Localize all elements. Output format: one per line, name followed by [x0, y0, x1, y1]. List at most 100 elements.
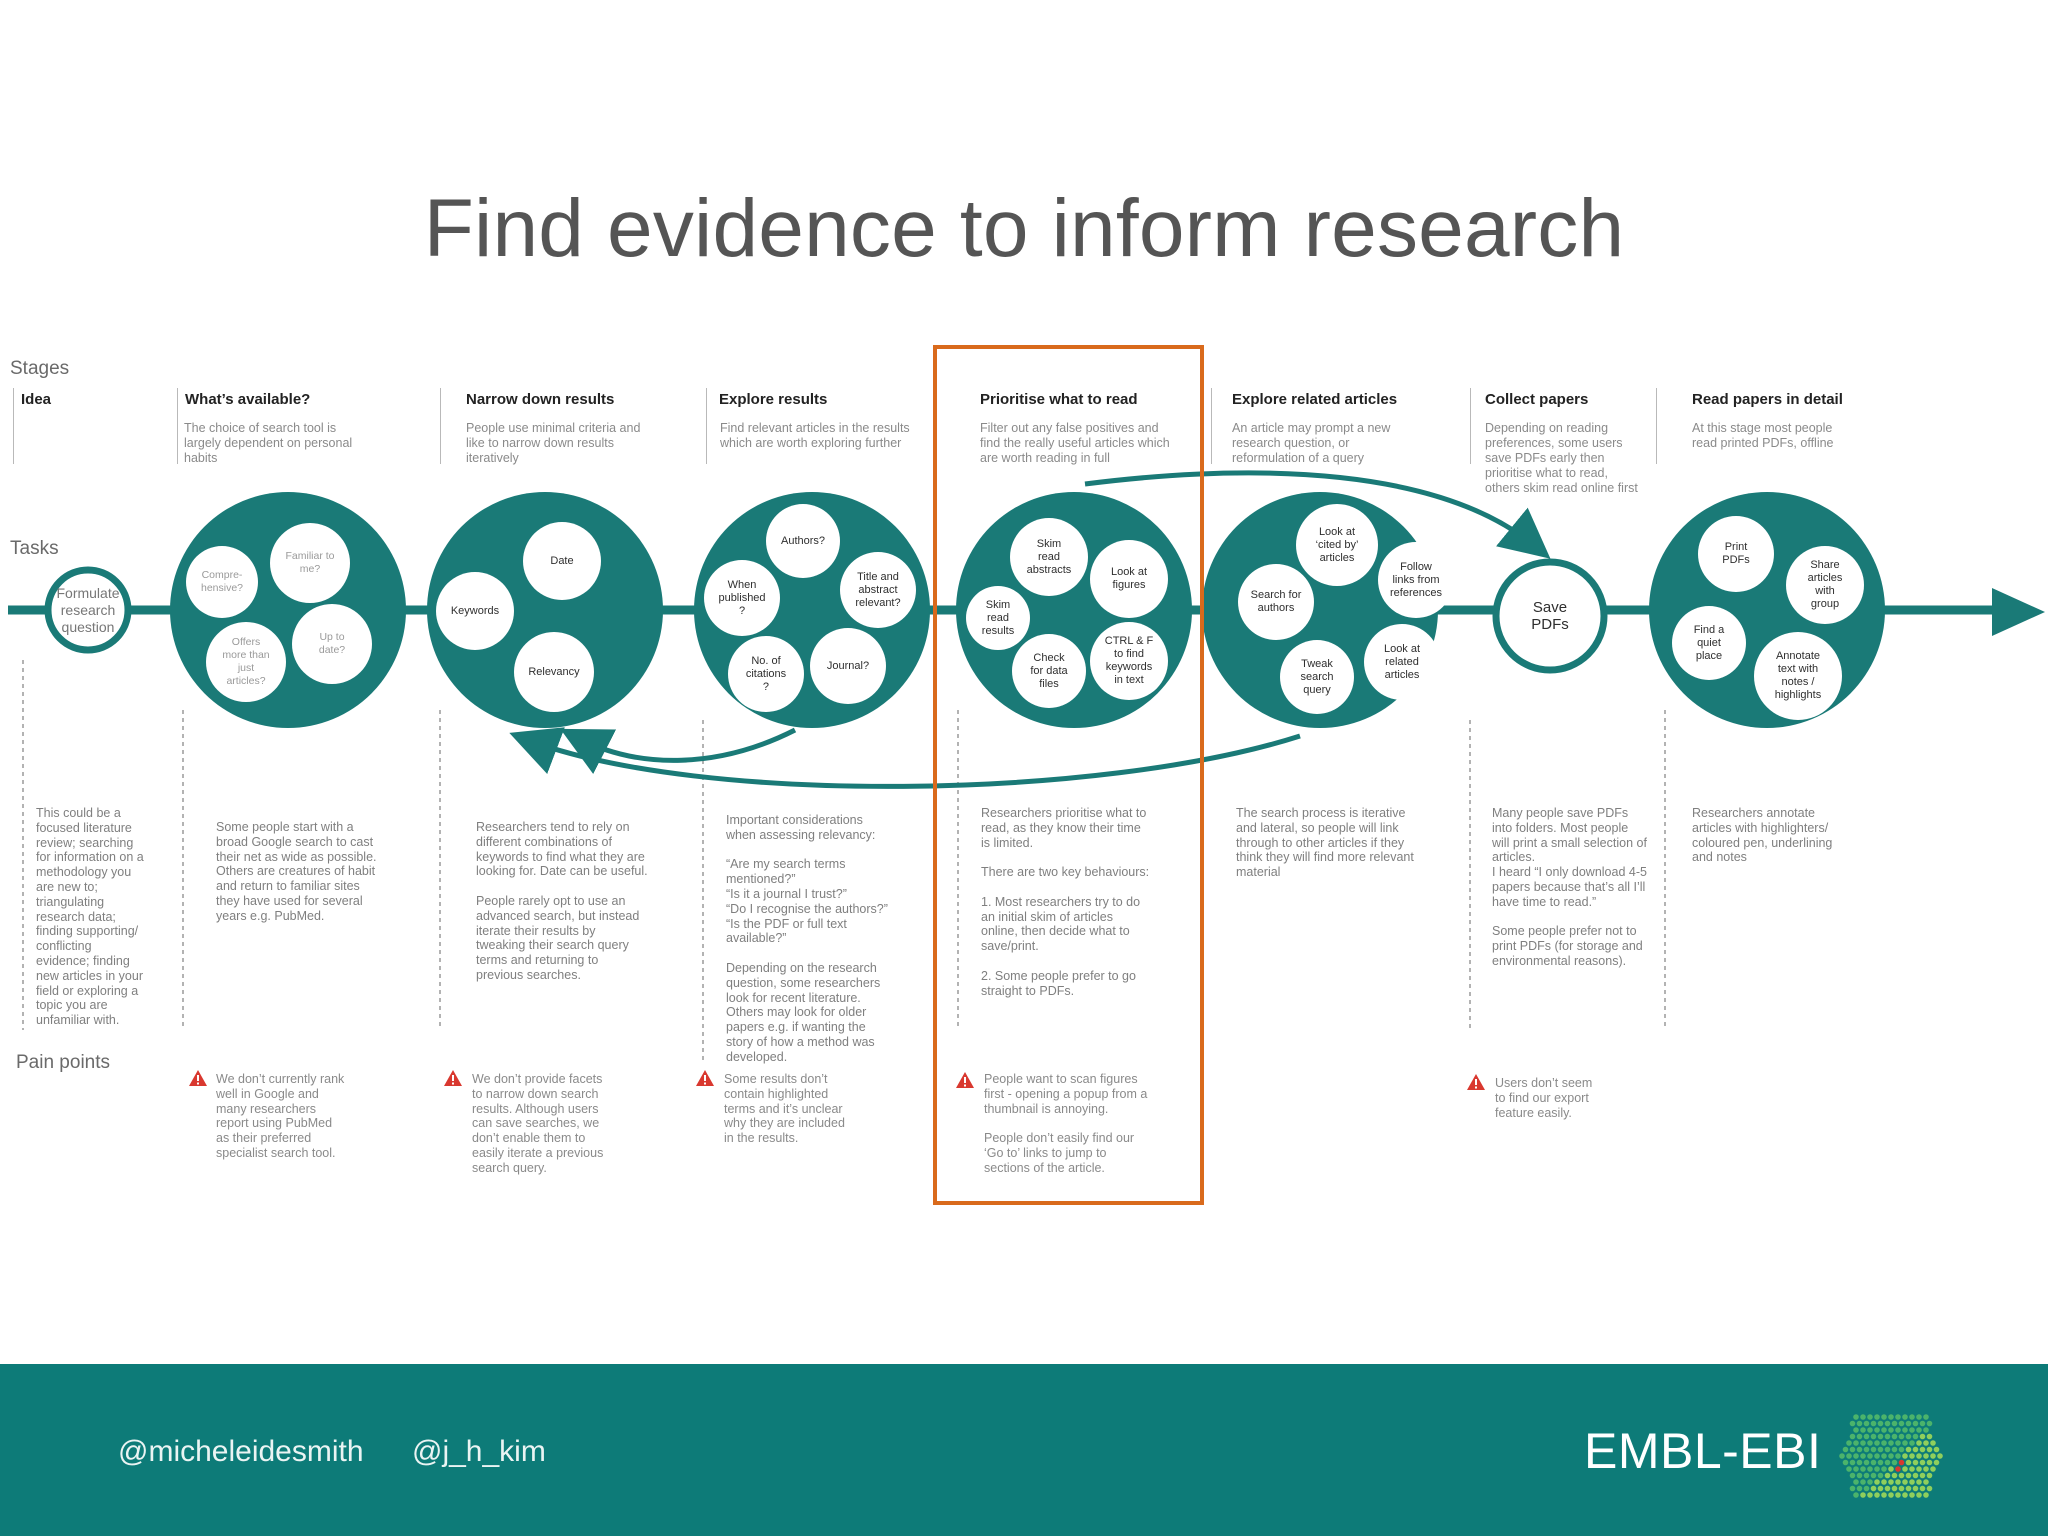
- logo-dot: [1867, 1414, 1873, 1420]
- logo-dot: [1856, 1420, 1863, 1427]
- logo-dot: [1916, 1492, 1922, 1498]
- page-title: Find evidence to inform research: [423, 183, 1625, 274]
- task-skim-results: Skim read results: [966, 586, 1030, 650]
- stage-desc-read: At this stage most people read printed P…: [1692, 421, 1834, 450]
- stage-title-explore: Explore results: [719, 391, 828, 408]
- warning-icon: [444, 1070, 462, 1086]
- logo-dot: [1902, 1479, 1908, 1485]
- logo-dot: [1895, 1414, 1901, 1420]
- task-title-abstract: Title and abstract relevant?: [840, 552, 916, 628]
- task-look-figures: Look at figures: [1090, 540, 1168, 618]
- task-note-related: The search process is iterative and late…: [1236, 806, 1414, 880]
- logo-dot: [1902, 1453, 1908, 1459]
- logo-dot: [1881, 1453, 1887, 1459]
- logo-dot: [1874, 1466, 1880, 1472]
- task-note-collect: Many people save PDFs into folders. Most…: [1492, 806, 1647, 968]
- logo-text: EMBL-EBI: [1584, 1423, 1822, 1479]
- task-quiet-place: Find a quiet place: [1672, 606, 1746, 680]
- pain-point-explore: Some results don’t contain highlighted t…: [724, 1072, 845, 1146]
- logo-dot: [1909, 1453, 1915, 1459]
- logo-dot: [1937, 1453, 1943, 1459]
- logo-dot: [1912, 1472, 1919, 1479]
- arrow-explore-to-narrow: [560, 727, 797, 774]
- logo-dot: [1891, 1446, 1898, 1453]
- task-save-pdfs: Save PDFs: [1531, 599, 1569, 633]
- logo-dot: [1905, 1472, 1912, 1479]
- logo-dot: [1842, 1459, 1849, 1466]
- task-note-read: Researchers annotate articles with highl…: [1692, 806, 1833, 865]
- task-follow-links: Follow links from references: [1378, 542, 1454, 618]
- logo-dot: [1926, 1459, 1933, 1466]
- stage-title-idea: Idea: [21, 391, 52, 408]
- task-note-prioritise: Researchers prioritise what to read, as …: [981, 806, 1150, 998]
- logo-dot: [1895, 1492, 1901, 1498]
- stage-desc-related: An article may prompt a new research que…: [1232, 421, 1391, 465]
- logo-dot: [1867, 1479, 1873, 1485]
- footer-bar: [0, 1364, 2048, 1536]
- pain-point-available: We don’t currently rank well in Google a…: [216, 1072, 345, 1160]
- logo-dot: [1898, 1459, 1905, 1466]
- logo-dot: [1870, 1420, 1877, 1427]
- logo-dot: [1874, 1453, 1880, 1459]
- logo-dot: [1902, 1427, 1908, 1433]
- logo-dot: [1884, 1485, 1891, 1492]
- stage-desc-available: The choice of search tool is largely dep…: [184, 421, 353, 465]
- logo-dot: [1888, 1466, 1894, 1472]
- logo-dot: [1888, 1453, 1894, 1459]
- logo-dot: [1916, 1427, 1922, 1433]
- task-familiar: Familiar to me?: [270, 523, 350, 603]
- logo-dot: [1877, 1446, 1884, 1453]
- logo-dot: [1870, 1472, 1877, 1479]
- logo-dot: [1905, 1459, 1912, 1466]
- logo-dot: [1923, 1453, 1929, 1459]
- logo-dot: [1863, 1446, 1870, 1453]
- logo-dot: [1853, 1440, 1859, 1446]
- logo-dot: [1898, 1433, 1905, 1440]
- task-note-idea: This could be a focused literature revie…: [36, 806, 144, 1028]
- logo-dot: [1863, 1485, 1870, 1492]
- warning-icon: [1467, 1074, 1485, 1090]
- logo-dot: [1860, 1440, 1866, 1446]
- logo-dot: [1881, 1492, 1887, 1498]
- logo-dot: [1912, 1420, 1919, 1427]
- logo-dot: [1909, 1466, 1915, 1472]
- logo-dot: [1916, 1466, 1922, 1472]
- logo-dot: [1909, 1427, 1915, 1433]
- logo-dot: [1863, 1472, 1870, 1479]
- logo-dot: [1874, 1492, 1880, 1498]
- logo-dot: [1933, 1459, 1940, 1466]
- task-search-authors: Search for authors: [1238, 564, 1314, 640]
- logo-dot: [1905, 1446, 1912, 1453]
- logo-dot: [1909, 1479, 1915, 1485]
- warning-icon: [189, 1070, 207, 1086]
- timeline-arrowhead: [1992, 588, 2045, 636]
- footer-handle-1: @micheleidesmith: [118, 1435, 364, 1468]
- task-date: Date: [523, 522, 601, 600]
- task-annotate: Annotate text with notes / highlights: [1754, 632, 1842, 720]
- stage-title-related: Explore related articles: [1232, 391, 1398, 408]
- logo-dot: [1860, 1492, 1866, 1498]
- stage-title-read: Read papers in detail: [1692, 391, 1843, 408]
- stage-circle-collect: [1492, 558, 1608, 674]
- embl-ebi-logo-icon: [1839, 1414, 1943, 1498]
- logo-dot: [1912, 1459, 1919, 1466]
- logo-dot: [1853, 1453, 1859, 1459]
- logo-dot: [1881, 1466, 1887, 1472]
- arrow-to-save-pdfs: [1084, 470, 1551, 559]
- logo-dot: [1888, 1414, 1894, 1420]
- logo-dot: [1853, 1492, 1859, 1498]
- logo-dot: [1842, 1446, 1849, 1453]
- logo-dot: [1888, 1440, 1894, 1446]
- logo-dot: [1895, 1427, 1901, 1433]
- task-comprehensive: Compre- hensive?: [186, 546, 258, 618]
- logo-dot: [1867, 1453, 1873, 1459]
- task-ctrl-f: CTRL & F to find keywords in text: [1090, 622, 1168, 700]
- logo-dot: [1884, 1459, 1891, 1466]
- logo-dot: [1877, 1485, 1884, 1492]
- logo-dot: [1860, 1414, 1866, 1420]
- logo-dot: [1895, 1453, 1901, 1459]
- logo-dot: [1870, 1459, 1877, 1466]
- logo-dot: [1916, 1440, 1922, 1446]
- stage-title-narrow: Narrow down results: [466, 391, 615, 408]
- logo-dot: [1898, 1446, 1905, 1453]
